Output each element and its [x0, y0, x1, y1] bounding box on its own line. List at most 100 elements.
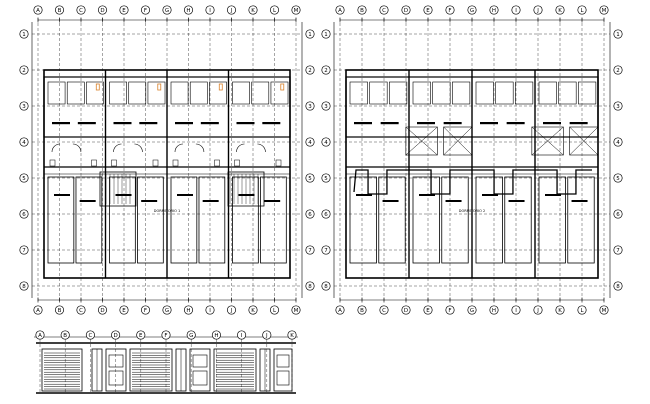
void-diagonal [443, 126, 473, 156]
room-tag-bar [262, 122, 281, 125]
grid-bubble-bottom-L-label: L [580, 308, 584, 314]
upper-room [86, 81, 104, 105]
grid-bubble-bottom-J-label: J [536, 308, 539, 314]
upper-room [66, 81, 85, 105]
fixture-label-bar [238, 194, 255, 196]
door-swing [195, 143, 205, 153]
toilet-fixture [111, 159, 117, 167]
grid-bubble-bottom-L-label: L [273, 308, 277, 314]
grid-bubble-bottom-G-label: G [470, 308, 474, 314]
grid-bubble-right-4-label: 4 [616, 140, 620, 146]
facade-bay [41, 348, 83, 392]
grid-bubble-top-B-circle [357, 5, 367, 15]
grid-bubble-right-8-label: 8 [616, 284, 620, 290]
grid-bubble-bottom-I-label: I [209, 308, 211, 314]
upper-room [412, 81, 431, 105]
grid-bubble-top-M-label: M [294, 8, 299, 14]
door-swing [51, 143, 61, 153]
grid-bubble-top-K-circle [555, 5, 565, 15]
toilet-fixture [91, 159, 97, 167]
grid-bubble-left-3-circle [19, 101, 29, 111]
grid-bubble-left-2-label: 2 [22, 68, 26, 74]
grid-bubble-top-K-circle [248, 5, 258, 15]
fixture-label-bar [571, 200, 588, 202]
grid-bubble-bottom-B-circle [54, 305, 65, 315]
toilet-fixture [172, 159, 179, 167]
grid-bubble-bottom-F-label: F [448, 308, 451, 314]
facade-bay [213, 348, 257, 392]
grid-bubble-right-8-circle [613, 281, 623, 291]
toilet-fixture [214, 159, 220, 167]
grid-bubble-right-5-circle [305, 173, 315, 183]
grid-bubble-top-M-circle [291, 5, 301, 15]
grid-bubble-bottom-C-circle [379, 305, 389, 315]
room-tag-bar [506, 122, 525, 125]
grid-bubble-top-A-circle [335, 5, 345, 15]
grid-bubble-left-5-circle [321, 173, 331, 183]
fixture-label-bar [545, 194, 561, 196]
grid-bubble-top-J-label: J [536, 8, 539, 14]
grid-bubble-bottom-D-circle [401, 305, 411, 315]
upper-room [109, 81, 127, 105]
window [276, 354, 290, 368]
grid-bubble-bottom-M-circle [291, 305, 301, 315]
grid-bubble-left-4-circle [321, 137, 331, 147]
fixture-label-bar [382, 200, 399, 202]
grid-bubble-top-E-label: E [426, 8, 430, 14]
room-tag-bar [354, 122, 372, 125]
upper-room [170, 81, 189, 105]
door [192, 370, 208, 386]
grid-bubble-right-6-label: 6 [308, 212, 312, 218]
window [192, 354, 208, 368]
grid-bubble-right-5-label: 5 [616, 176, 620, 182]
room-outline [232, 176, 259, 264]
grid-bubble-left-4-label: 4 [324, 140, 328, 146]
grid-bubble-bottom-A-circle [335, 305, 345, 315]
grid-bubble-top-C-circle [76, 5, 86, 15]
grid-bubble-bottom-J-circle [226, 305, 237, 315]
grid-bubble-bottom-B-label: B [360, 308, 364, 314]
fixture-label-bar [202, 200, 219, 202]
door-swing [174, 143, 184, 153]
grid-bubble-left-8-circle [321, 281, 331, 291]
grid-bubble-top-J-circle [533, 5, 543, 15]
grid-bubble-right-7-label: 7 [308, 248, 312, 254]
grid-bubble-top-F-label: F [448, 8, 451, 14]
facade-bay [273, 348, 293, 392]
grid-bubble-top-J-label: J [230, 8, 233, 14]
grid-bubble-bottom-D-label: D [100, 308, 104, 314]
room-tag-bar [380, 122, 399, 125]
grid-bubble-right-5-circle [613, 173, 623, 183]
grid-bubble-left-8-label: 8 [22, 284, 26, 290]
room-outline [75, 176, 103, 264]
grid-bubble-left-3-label: 3 [22, 104, 26, 110]
upper-room [251, 81, 270, 105]
grid-bubble-right-2-circle [613, 65, 623, 75]
grid-bubble-bottom-M-label: M [602, 308, 607, 314]
grid-bubble-top-B-label: B [360, 8, 364, 14]
grid-bubble-right-5-label: 5 [308, 176, 312, 182]
grid-bubble-bottom-E-label: E [122, 308, 126, 314]
grid-bubble-top-L-label: L [580, 8, 584, 14]
room-outline [412, 176, 440, 264]
grid-bubble-bottom-H-circle [183, 305, 194, 315]
grid-bubble-right-6-circle [613, 209, 623, 219]
room-outline [378, 176, 406, 264]
upper-room [369, 81, 388, 105]
fixture-label-bar [264, 200, 281, 202]
room-label: DORMITORIO 1 [154, 209, 180, 213]
void-box [405, 126, 438, 156]
grid-bubble-bottom-H-label: H [492, 308, 496, 314]
grid-bubble-left-5-label: 5 [22, 176, 26, 182]
grid-bubble-left-8-circle [19, 281, 29, 291]
room-tag-bar [236, 122, 255, 125]
grid-bubble-bottom-C-label: C [79, 308, 83, 314]
grid-bubble-bottom-E-label: E [426, 308, 430, 314]
upper-room [270, 81, 289, 105]
grid-bubble-left-2-label: 2 [324, 68, 328, 74]
grid-bubble-top-L-label: L [273, 8, 277, 14]
room-tag-bar [139, 122, 158, 125]
grid-bubble-left-7-circle [321, 245, 331, 255]
grid-bubble-left-1-circle [19, 29, 29, 39]
